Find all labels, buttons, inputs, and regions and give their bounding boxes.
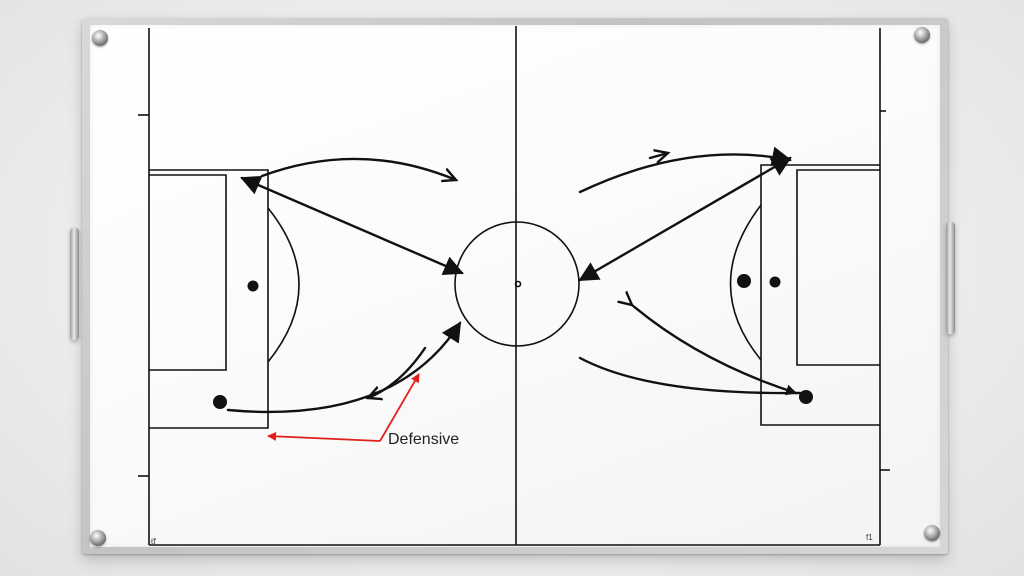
corner-mark-left: ℓf [151,537,156,546]
arrow-right-lower [632,305,798,393]
screw-top-right [914,27,930,43]
arrow-right-diagonal [578,156,792,282]
player-marker [213,395,227,409]
whiteboard-surface [90,25,940,547]
arrow-right-top-curve [578,146,792,194]
movement-arrows [226,146,802,414]
right-handle [946,222,955,334]
screw-bottom-right [924,525,940,541]
arrow-left-top-curve [260,157,456,180]
screw-bottom-left [90,530,106,546]
arrow-left-bottom-curve [226,321,462,414]
left-handle [70,228,79,340]
left-penalty-box [149,169,269,429]
right-goal-box [796,169,880,366]
left-penalty-arc [267,207,300,363]
defensive-label: Defensive [388,431,460,448]
center-spot [514,280,522,288]
arrow-left-mid [368,346,427,398]
arrow-right-top-tick [648,153,668,158]
screw-top-left [92,30,108,46]
player-marker [247,280,259,292]
defensive-annotation-arrow [267,373,420,442]
arrow-right-bottom-curve [578,356,802,395]
red-arrow-up [379,373,420,442]
red-arrow-left [267,431,381,442]
arrow-left-diagonal [240,175,464,276]
player-marker [737,274,751,288]
pitch-markings [138,26,890,546]
player-marker [769,276,781,288]
players [213,274,813,409]
player-marker [799,390,813,404]
left-goal-box [149,174,227,371]
corner-mark-right: f1 [866,533,873,542]
center-circle [454,221,580,347]
